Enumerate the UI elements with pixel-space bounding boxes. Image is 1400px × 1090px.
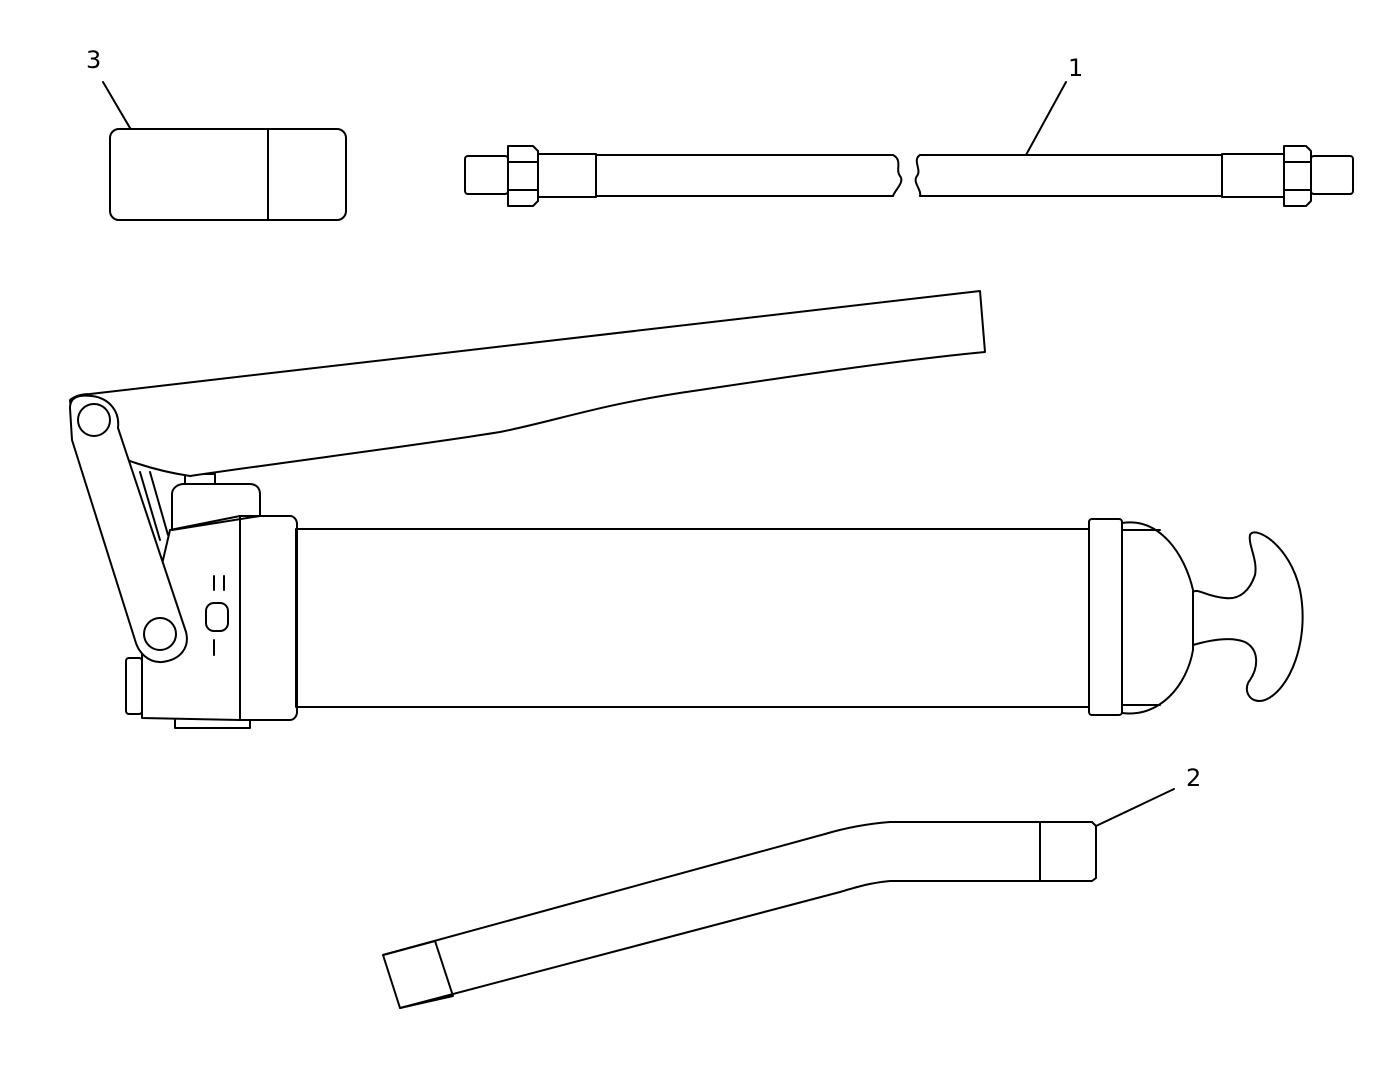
gun-outlet-stud [205, 602, 229, 632]
leader-line-1 [1025, 81, 1067, 156]
gun-end-cap [1121, 521, 1194, 715]
lever-pivot-upper [77, 403, 111, 437]
callout-label-3: 3 [86, 46, 101, 74]
gun-head-flange [239, 515, 298, 721]
part-3-block [109, 128, 347, 221]
tube-bottom-edge [399, 880, 1041, 1009]
callout-label-1: 1 [1068, 54, 1083, 82]
gun-head-bottom-lug [174, 719, 251, 729]
tube-left-thread [382, 940, 454, 1009]
hose-left-ferrule [537, 153, 597, 198]
gun-barrel [295, 528, 1090, 708]
plunger-t-handle [1192, 531, 1304, 702]
callout-3: 3 [86, 46, 131, 129]
grease-gun [69, 290, 1304, 729]
hose-right-ferrule [1221, 153, 1285, 198]
hose-left-hex-nut [507, 145, 539, 207]
callout-1: 1 [1025, 54, 1083, 156]
hose-left-thread [464, 155, 509, 195]
lever-pivot-lower [143, 617, 177, 651]
callout-2: 2 [1095, 764, 1201, 827]
hose-break-left [892, 154, 903, 197]
part-3-body [109, 128, 347, 221]
tube-right-thread [1039, 821, 1097, 882]
part-1-hose [464, 145, 1354, 207]
hose-right-thread [1310, 155, 1354, 195]
part-2-extension-tube [382, 821, 1097, 1009]
tube-top-edge [382, 821, 1041, 956]
gun-top-pivot-block [171, 483, 261, 531]
hose-break-right [914, 154, 922, 197]
gun-lever-handle [69, 290, 986, 477]
leader-line-2 [1095, 788, 1175, 827]
leader-line-3 [102, 81, 131, 129]
gun-link-bar [69, 394, 188, 664]
hose-right-hex-nut [1283, 145, 1312, 207]
callout-label-2: 2 [1186, 764, 1201, 792]
gun-head-side-plug [125, 657, 143, 715]
gun-end-ring [1088, 518, 1123, 716]
